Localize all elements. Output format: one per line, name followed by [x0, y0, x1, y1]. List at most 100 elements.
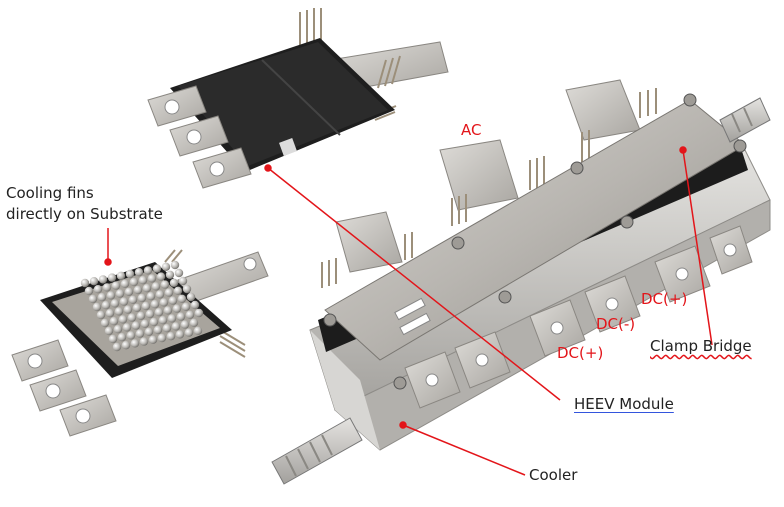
pin-fin [145, 309, 155, 319]
pin-fin [151, 282, 161, 291]
pin-fin [140, 319, 150, 328]
pin-fin [114, 307, 124, 316]
pin-fin [150, 300, 160, 309]
pin-fin [144, 327, 154, 336]
pin-fin [129, 277, 139, 287]
pin-fin [168, 296, 178, 305]
pin-fin [92, 302, 102, 312]
pin-fin [112, 342, 122, 352]
pin-fin [137, 293, 147, 303]
pin-fin [165, 270, 175, 279]
pin-fin [80, 278, 90, 288]
dc-minus-label: DC(-) [596, 315, 636, 333]
pin-fin [149, 317, 159, 327]
pin-fin [121, 341, 131, 350]
pin-fin [142, 284, 152, 293]
pin-fin [158, 316, 168, 325]
pin-fin [108, 334, 118, 344]
pin-fin [102, 283, 112, 292]
pin-fin [181, 302, 191, 311]
pin-fin [118, 315, 128, 324]
pin-fin [104, 326, 114, 336]
pin-fin [153, 325, 163, 335]
hose-fitting-left [271, 417, 363, 485]
pin-fin [134, 268, 144, 277]
cooler-label: Cooler [529, 466, 578, 484]
pin-fin [193, 326, 203, 335]
pin-fin [177, 294, 187, 303]
pin-fin [128, 295, 138, 304]
pin-fin [93, 285, 103, 294]
pin-fin [169, 278, 179, 287]
pin-fin [139, 337, 149, 346]
pin-fin [131, 321, 141, 330]
pin-fin [190, 300, 200, 310]
pin-fin [116, 271, 126, 280]
pin-fin [107, 273, 117, 282]
pin-fin [143, 266, 153, 275]
pin-fin [105, 309, 115, 318]
pin-fin [111, 281, 121, 290]
pin-fin [185, 310, 195, 319]
pin-fin [152, 264, 162, 273]
pin-fin [164, 288, 174, 297]
heev-module-top-view [147, 8, 449, 189]
pin-fin [178, 276, 188, 286]
pin-fin [173, 286, 183, 295]
pin-fin [89, 277, 99, 286]
pin-fin [106, 291, 116, 300]
dc-plus-top-label: DC(+) [641, 290, 688, 308]
pin-fin [171, 322, 181, 331]
dc-plus-bottom-label: DC(+) [557, 344, 604, 362]
heev-module-underside-view [11, 249, 269, 437]
pin-fin [98, 275, 108, 284]
pin-fin [96, 310, 106, 320]
ac-label: AC [461, 121, 482, 139]
pin-fin [122, 323, 132, 332]
pin-fin [101, 301, 111, 310]
clamp-bridge-label: Clamp Bridge [650, 337, 752, 355]
clamp-bridge-leader [682, 149, 713, 346]
cooling-fins [80, 260, 204, 352]
pin-fin [148, 335, 158, 344]
pin-fin [166, 332, 176, 341]
pin-fin [194, 308, 204, 318]
pin-fin [184, 328, 194, 337]
pin-fin [125, 269, 135, 279]
pin-fin [113, 325, 123, 334]
cooling-fins-label-line2: directly on Substrate [6, 205, 163, 223]
pin-fin [109, 317, 119, 326]
pin-fin [186, 292, 196, 302]
pin-fin [97, 293, 107, 302]
pin-fin [146, 292, 156, 301]
pin-fin [126, 331, 136, 340]
pin-fin [119, 297, 129, 306]
inverter-assembly [271, 79, 771, 485]
pin-fin [133, 285, 143, 295]
pin-fin [115, 289, 125, 298]
cooler-leader [402, 424, 526, 476]
pin-fin [176, 312, 186, 321]
pin-fin [117, 333, 127, 342]
pin-fin [138, 276, 148, 285]
heev-module-leader [267, 167, 561, 401]
pin-fin [162, 324, 172, 333]
pin-fin [130, 339, 140, 348]
pin-fin [124, 287, 134, 296]
pin-fin [157, 333, 167, 343]
pin-fin [127, 313, 137, 322]
pin-fin [147, 274, 157, 283]
pin-fin [156, 272, 166, 281]
pin-fin [123, 305, 133, 314]
pin-fin [160, 280, 170, 289]
pin-fin [167, 314, 177, 323]
clamp-bridge-label-text: Clamp Bridge [650, 337, 752, 355]
pin-fin [120, 279, 130, 288]
pin-fin [84, 286, 94, 296]
pin-fin [88, 294, 98, 304]
pin-fin [189, 318, 199, 327]
pin-fin [136, 311, 146, 320]
pin-fin [161, 262, 171, 271]
pin-fin [135, 329, 145, 338]
